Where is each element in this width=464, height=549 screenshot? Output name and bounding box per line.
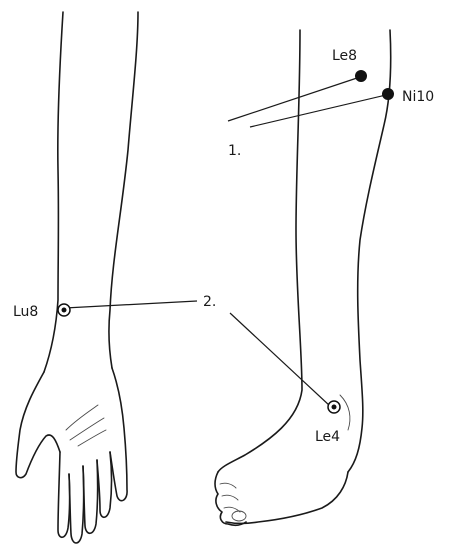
leader-group-1-to-le8 [228,77,360,121]
toe-line [220,483,236,488]
label-group-1: 1. [228,143,241,159]
point-lu8 [58,304,70,316]
hand-outer-edge [110,368,127,501]
label-le8: Le8 [332,48,357,64]
foot-toes [215,472,246,525]
hand-thumb-side [16,372,60,478]
label-lu8: Lu8 [13,304,38,320]
ankle-contour [340,395,350,430]
lu8-marker-dot [62,308,67,313]
forearm-left-edge [44,12,63,372]
ni10-marker [382,88,394,100]
le4-marker-dot [332,405,337,410]
point-le4 [328,401,340,413]
finger-index [58,452,70,537]
label-group-2: 2. [203,294,216,310]
leader-group-2-to-lu8 [65,301,197,308]
toe-line [222,495,238,500]
big-toe-nail [232,511,246,521]
point-le8 [355,70,367,82]
foot-sole [226,472,348,524]
finger-little [97,452,112,517]
leader-group-2-to-le4 [230,313,330,406]
finger-ring [83,460,98,533]
leader-lines [65,77,386,406]
forearm-and-hand [16,12,138,543]
finger-middle [69,466,84,543]
lower-leg-and-foot [215,30,391,525]
le8-marker [355,70,367,82]
leg-left-edge [218,30,302,472]
palm-crease [70,418,104,440]
label-le4: Le4 [315,429,340,445]
point-ni10 [382,88,394,100]
label-ni10: Ni10 [402,89,434,105]
palm-crease [66,405,98,430]
forearm-right-edge [109,12,138,368]
leader-group-1-to-ni10 [250,95,386,127]
